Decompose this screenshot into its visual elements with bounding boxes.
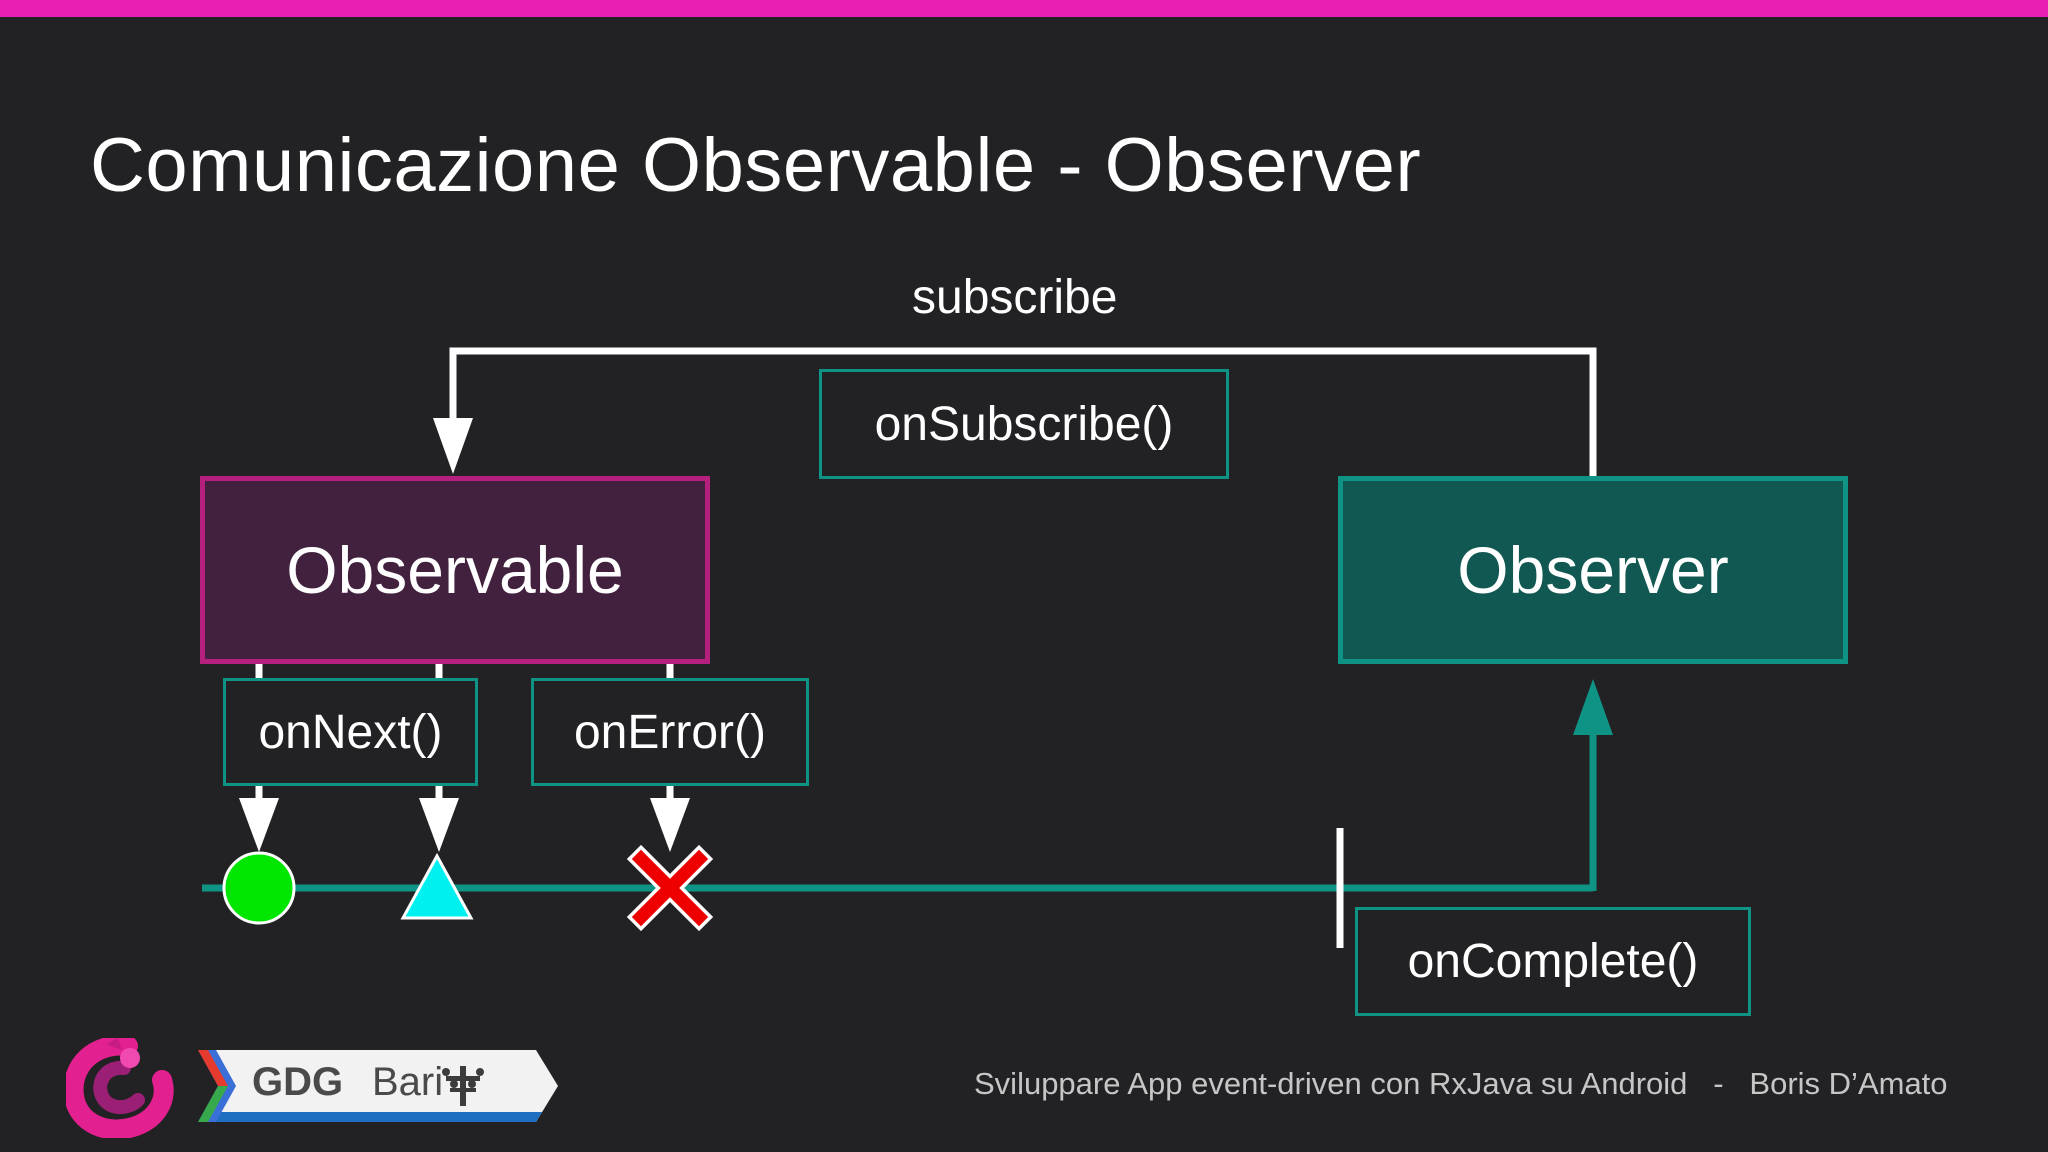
on-next-arrow-1 <box>239 798 279 852</box>
footer-text: Sviluppare App event-driven con RxJava s… <box>974 1066 1948 1101</box>
observer-label: Observer <box>1457 533 1729 607</box>
observable-box: Observable <box>200 476 710 664</box>
bari-skyline-icon <box>442 1066 484 1106</box>
observable-label: Observable <box>286 533 624 607</box>
gdg-badge-shape <box>198 1050 558 1122</box>
on-next-box: onNext() <box>223 678 478 786</box>
on-error-label: onError() <box>573 705 767 759</box>
slide-title: Comunicazione Observable - Observer <box>90 123 1422 208</box>
error-x-icon <box>626 844 714 932</box>
reactivex-logo <box>66 1038 174 1138</box>
subscribe-arrowhead <box>433 418 473 474</box>
next-event-triangle <box>400 852 474 920</box>
on-next-arrow-2 <box>419 798 459 852</box>
observer-arrowhead <box>1573 679 1613 735</box>
on-error-arrow <box>650 798 690 852</box>
observer-box: Observer <box>1338 476 1848 664</box>
subscribe-connector <box>449 347 1597 478</box>
next-event-circle <box>222 851 296 925</box>
subscribe-label: subscribe <box>912 271 1118 324</box>
top-accent-bar <box>0 0 2048 17</box>
gdg-word: GDG <box>252 1060 344 1104</box>
on-subscribe-label: onSubscribe() <box>874 397 1174 451</box>
gdg-bari-logo: GDG Bari <box>196 1050 558 1122</box>
gdg-city: Bari <box>372 1060 444 1104</box>
on-complete-label: onComplete() <box>1407 935 1699 988</box>
on-subscribe-box: onSubscribe() <box>819 369 1229 479</box>
on-error-box: onError() <box>531 678 809 786</box>
on-complete-box: onComplete() <box>1355 907 1751 1016</box>
on-next-label: onNext() <box>258 705 443 759</box>
